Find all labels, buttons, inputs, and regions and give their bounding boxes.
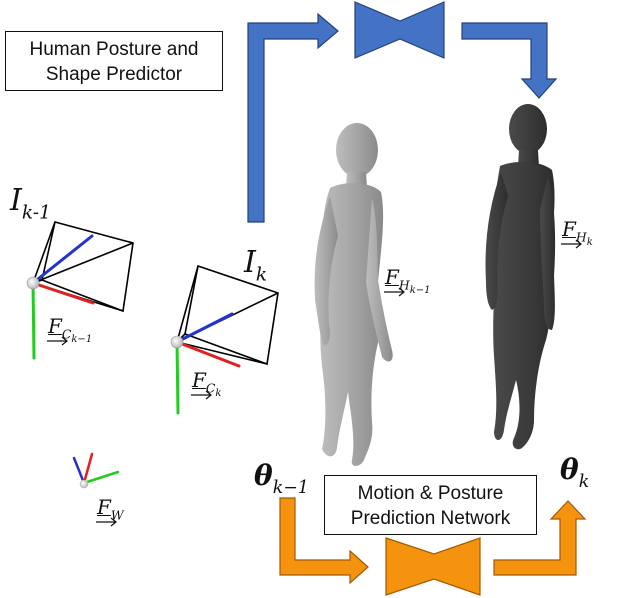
network-input-arrow [279,497,369,585]
network-box: Motion & Posture Prediction Network [324,475,537,535]
network-flow-arrows [279,497,587,596]
network-output-arrow [493,500,587,576]
predictor-output-arrow [461,22,558,99]
label-cam-prev: FCk−1 [48,314,93,345]
camera-frustum-icon-curr [176,264,279,366]
predictor-box-line1: Human Posture and [29,39,199,60]
arrow-human-prev [384,287,405,297]
predictor-box-line2: Shape Predictor [45,64,183,85]
label-world: FW [97,495,124,523]
label-human-prev: FHk−1 [385,265,431,296]
arrow-cam-curr [191,390,212,400]
axis-triad-icon-cam-prev [26,234,95,360]
human-mesh-icon-curr [485,104,556,450]
bowtie-network-icon [354,1,445,59]
predictor-flow-arrows [247,1,558,223]
arrow-cam-prev [47,336,68,346]
bowtie-network-icon-orange [385,537,481,596]
frame-arrows [47,239,582,527]
label-image-prev: Ik-1 [10,183,51,224]
label-image-curr: Ik [244,245,268,286]
label-theta-curr: θk [560,453,590,492]
network-box-line2: Prediction Network [350,508,511,529]
predictor-box: Human Posture and Shape Predictor [5,31,223,91]
label-cam-curr: FCk [192,368,222,399]
predictor-input-arrow [247,12,339,223]
label-human-curr: FHk [562,217,593,248]
human-mesh-icon-prev [314,123,393,466]
network-box-line1: Motion & Posture [357,483,504,504]
label-theta-prev: θk−1 [254,459,309,498]
axis-triad-icon-world [72,452,120,489]
camera-frustum-icon-prev [32,221,134,313]
axis-triad-icon-cam-curr [170,312,241,415]
arrow-world [96,517,117,527]
arrow-human-curr [561,239,582,249]
